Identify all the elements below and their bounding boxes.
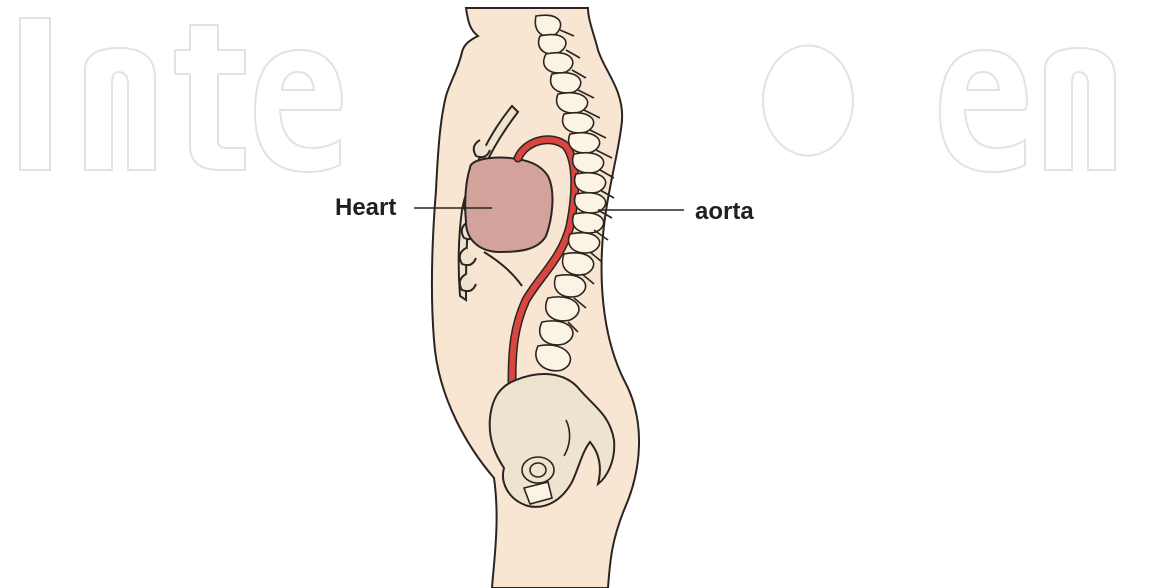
aorta-label: aorta (695, 200, 754, 224)
heart-label: Heart (335, 196, 396, 220)
watermark-letter (175, 25, 245, 170)
watermark-letter (1045, 48, 1115, 170)
heart-organ (465, 157, 552, 252)
watermark-letter (85, 48, 155, 170)
watermark-letter (763, 45, 853, 155)
watermark-letter (20, 18, 50, 170)
watermark-letter (940, 50, 1027, 172)
watermark-letter (255, 50, 342, 172)
